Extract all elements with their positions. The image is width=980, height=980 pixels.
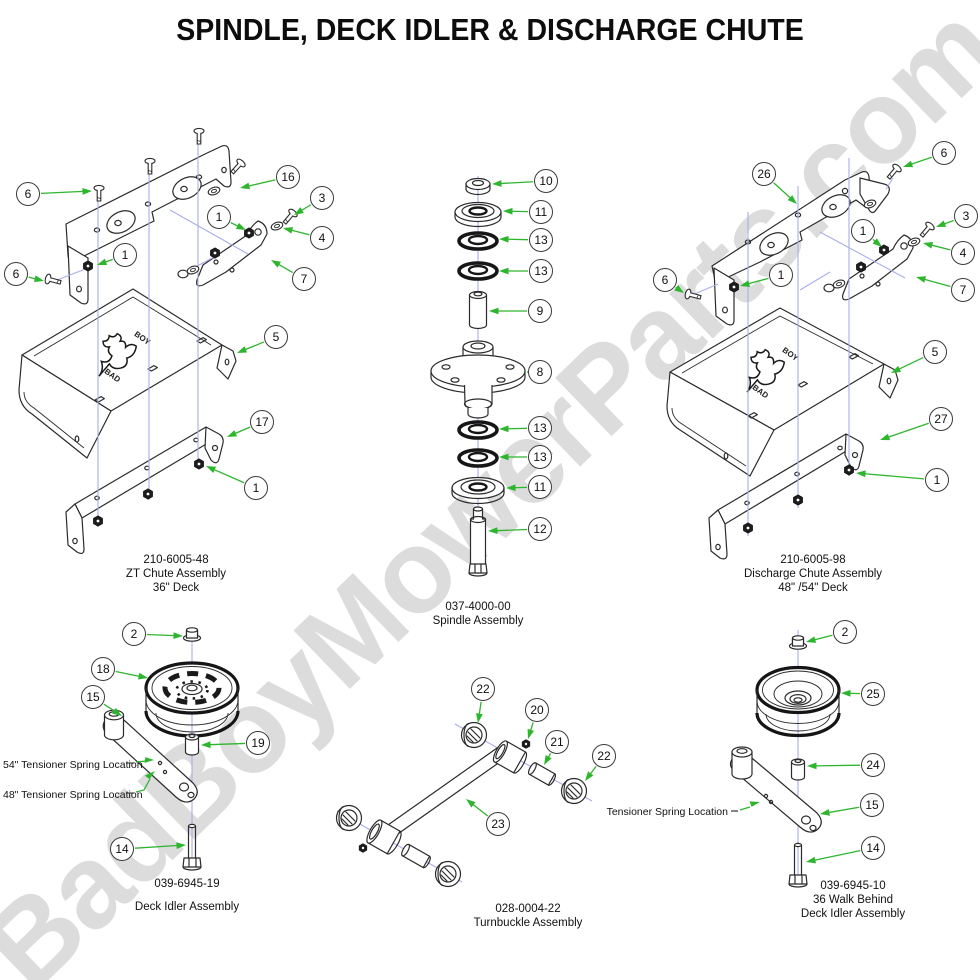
caption-spindle-line2: Spindle Assembly xyxy=(432,615,524,627)
caption-walk-behind-idler-line2: 36 Walk Behind xyxy=(812,894,894,906)
callout-zt-chute-17: 17 xyxy=(250,410,274,434)
callout-discharge-chute-1: 1 xyxy=(851,219,875,243)
callout-zt-chute-1: 1 xyxy=(244,476,268,500)
callout-arrows xyxy=(28,156,955,864)
callout-discharge-chute-3: 3 xyxy=(954,204,978,228)
callout-zt-chute-6: 6 xyxy=(16,182,40,206)
caption-turnbuckle-line1: 028-0004-22 xyxy=(495,903,561,915)
callout-discharge-chute-6: 6 xyxy=(932,141,956,165)
callout-spindle-11: 11 xyxy=(528,475,552,499)
zt-chute-drawing xyxy=(18,144,268,555)
caption-discharge-chute-line1: 210-6005-98 xyxy=(780,554,846,566)
callout-discharge-chute-26: 26 xyxy=(752,162,776,186)
callout-walk-behind-idler-2: 2 xyxy=(833,620,857,644)
caption-walk-behind-idler-line1: 039-6945-10 xyxy=(820,880,886,892)
page-title: SPINDLE, DECK IDLER & DISCHARGE CHUTE xyxy=(176,12,804,47)
callout-discharge-chute-1: 1 xyxy=(769,263,793,287)
callout-spindle-9: 9 xyxy=(528,299,552,323)
callout-spindle-13: 13 xyxy=(528,445,552,469)
caption-zt-chute-line3: 36" Deck xyxy=(152,582,200,594)
caption-zt-chute-line2: ZT Chute Assembly xyxy=(125,568,227,580)
caption-walk-behind-idler-line3: Deck Idler Assembly xyxy=(800,908,906,920)
callout-walk-behind-idler-14: 14 xyxy=(861,836,885,860)
caption-discharge-chute-line3: 48" /54" Deck xyxy=(778,582,848,594)
spindle-drawing xyxy=(430,176,526,577)
callout-turnbuckle-23: 23 xyxy=(486,812,510,836)
callout-spindle-13: 13 xyxy=(529,228,553,252)
callout-discharge-chute-5: 5 xyxy=(923,340,947,364)
callout-discharge-chute-7: 7 xyxy=(951,278,975,302)
caption-deck-idler-line1: 039-6945-19 xyxy=(154,878,220,890)
callout-discharge-chute-1: 1 xyxy=(925,468,949,492)
turnbuckle-drawing xyxy=(335,721,588,888)
callout-zt-chute-7: 7 xyxy=(292,267,316,291)
callout-deck-idler-14: 14 xyxy=(110,837,134,861)
callout-spindle-12: 12 xyxy=(528,517,552,541)
callout-spindle-8: 8 xyxy=(528,360,552,384)
callout-zt-chute-1: 1 xyxy=(113,243,137,267)
caption-discharge-chute-line2: Discharge Chute Assembly xyxy=(743,568,883,580)
callout-zt-chute-3: 3 xyxy=(310,186,334,210)
callout-zt-chute-4: 4 xyxy=(310,226,334,250)
callout-walk-behind-idler-15: 15 xyxy=(860,793,884,817)
caption-zt-chute-line1: 210-6005-48 xyxy=(143,554,209,566)
callout-deck-idler-19: 19 xyxy=(246,731,270,755)
callout-turnbuckle-20: 20 xyxy=(525,698,549,722)
caption-turnbuckle-line2: Turnbuckle Assembly xyxy=(473,917,583,929)
annotation-54-tensioner-spring: 54" Tensioner Spring Location xyxy=(3,759,143,771)
callout-zt-chute-6: 6 xyxy=(4,262,28,286)
callout-deck-idler-15: 15 xyxy=(81,685,105,709)
callout-deck-idler-18: 18 xyxy=(91,657,115,681)
callout-discharge-chute-27: 27 xyxy=(929,407,953,431)
callout-spindle-11: 11 xyxy=(529,200,553,224)
caption-spindle-line1: 037-4000-00 xyxy=(445,601,511,613)
callout-turnbuckle-22: 22 xyxy=(471,677,495,701)
walk-behind-idler-drawing xyxy=(729,635,841,888)
callout-turnbuckle-22: 22 xyxy=(592,744,616,768)
callout-walk-behind-idler-24: 24 xyxy=(861,753,885,777)
callout-walk-behind-idler-25: 25 xyxy=(861,682,885,706)
callout-discharge-chute-6: 6 xyxy=(653,268,677,292)
discharge-chute-drawing xyxy=(666,170,914,560)
callout-turnbuckle-21: 21 xyxy=(545,730,569,754)
callout-zt-chute-16: 16 xyxy=(276,165,300,189)
callout-discharge-chute-4: 4 xyxy=(951,241,975,265)
callout-spindle-13: 13 xyxy=(529,259,553,283)
deck-idler-drawing xyxy=(102,627,240,871)
annotation-tensioner-spring: Tensioner Spring Location xyxy=(606,806,728,818)
callout-zt-chute-1: 1 xyxy=(207,205,231,229)
callout-spindle-13: 13 xyxy=(528,416,552,440)
callout-spindle-10: 10 xyxy=(534,169,558,193)
caption-deck-idler-line2: Deck Idler Assembly xyxy=(134,901,240,913)
callout-zt-chute-5: 5 xyxy=(264,325,288,349)
callout-deck-idler-2: 2 xyxy=(122,622,146,646)
annotation-48-tensioner-spring: 48" Tensioner Spring Location xyxy=(3,789,143,801)
